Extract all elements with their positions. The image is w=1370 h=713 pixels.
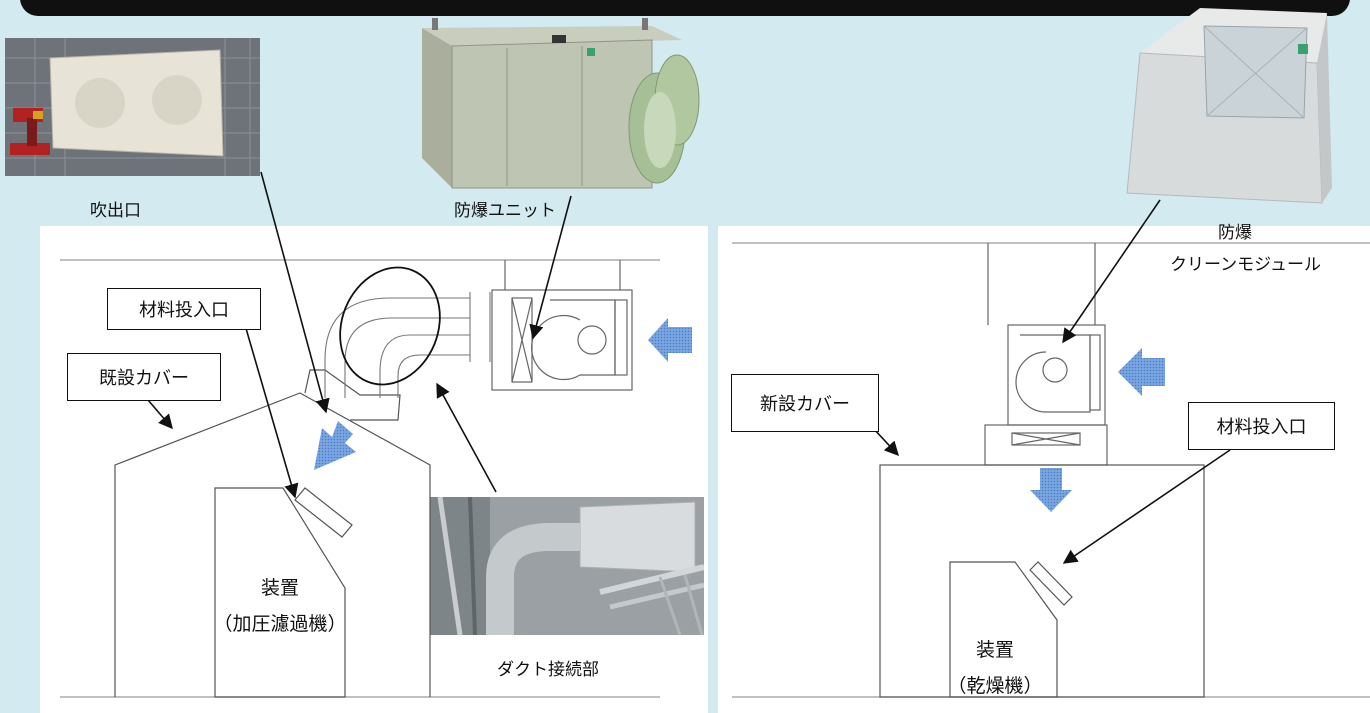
outlet-caption: 吹出口 <box>90 201 141 221</box>
duct-bends <box>324 292 491 398</box>
new-cover-label: 新設カバー <box>731 374 879 432</box>
fan-icon <box>1015 334 1091 413</box>
clean-module-caption-line2: クリーンモジュール <box>1170 255 1321 275</box>
duct-connection-highlight <box>339 266 441 386</box>
outlet-photo <box>5 38 260 176</box>
fan-icon <box>531 299 616 381</box>
right-device-type: （乾燥機） <box>947 675 1043 697</box>
header-bar <box>20 0 1350 16</box>
explosion-proof-unit-photo <box>412 8 702 193</box>
explosion-proof-unit-drawing <box>491 260 633 391</box>
left-device-label: 装置 （加圧濾過機） <box>200 570 360 642</box>
filter-icon <box>1011 432 1081 446</box>
existing-cover-label: 既設カバー <box>67 353 221 401</box>
left-device-name: 装置 <box>260 577 299 599</box>
airflow-arrow-icon <box>314 318 1165 512</box>
new-cover-outline <box>879 464 1205 698</box>
right-device-label: 装置 （乾燥機） <box>940 632 1050 704</box>
explosion-proof-unit-caption: 防爆ユニット <box>454 201 556 221</box>
right-material-inlet-label: 材料投入口 <box>1188 402 1335 450</box>
clean-module-drawing <box>984 243 1108 466</box>
left-device-type: （加圧濾過機） <box>213 613 347 635</box>
clean-module-photo <box>1122 8 1332 204</box>
left-material-inlet-label: 材料投入口 <box>107 288 261 330</box>
duct-connection-caption: ダクト接続部 <box>497 660 599 680</box>
right-device-name: 装置 <box>975 639 1014 661</box>
clean-module-caption-line1: 防爆 <box>1218 223 1252 243</box>
duct-connection-photo <box>430 497 704 635</box>
existing-cover-outline <box>114 369 431 698</box>
